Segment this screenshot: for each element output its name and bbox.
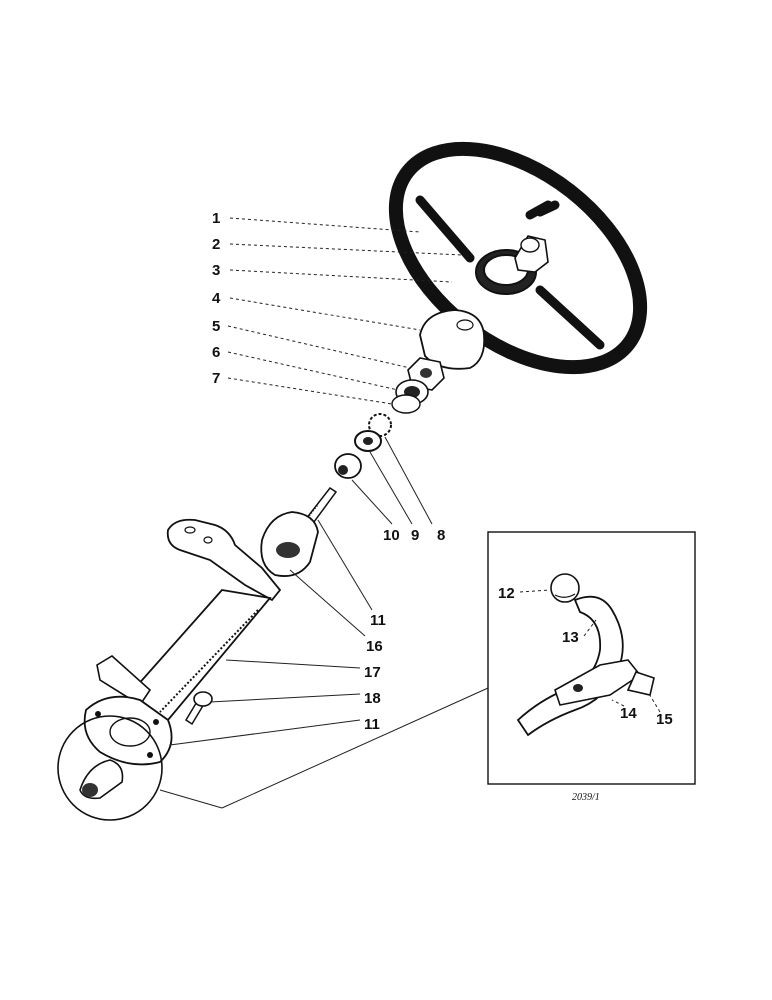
label-1: 1	[212, 210, 220, 227]
label-3: 3	[212, 262, 220, 279]
label-8: 8	[437, 527, 445, 544]
part-9-washer	[354, 430, 382, 452]
label-13: 13	[562, 629, 579, 646]
label-18: 18	[364, 690, 381, 707]
label-14: 14	[620, 705, 637, 722]
label-17: 17	[364, 664, 381, 681]
label-4: 4	[212, 290, 221, 307]
label-9: 9	[411, 527, 419, 544]
label-12: 12	[498, 585, 515, 602]
part-7-bush	[391, 394, 421, 414]
label-16: 16	[366, 638, 383, 655]
part-10-bush	[334, 453, 362, 479]
part-number-labels: 1 2 3 4 5 6 7 8 9 10 11 16 17 18 11 12 1…	[212, 210, 673, 803]
inset-detail	[487, 531, 696, 785]
steering-column	[57, 486, 338, 821]
label-7: 7	[212, 370, 220, 387]
label-11-lower: 11	[364, 716, 380, 733]
leader-lines	[159, 217, 661, 809]
label-15: 15	[656, 711, 673, 728]
label-11-upper: 11	[370, 612, 386, 629]
label-2: 2	[212, 236, 220, 253]
part-18-bolt	[184, 691, 213, 726]
label-6: 6	[212, 344, 220, 361]
label-5: 5	[212, 318, 220, 335]
part-4-cover	[419, 309, 486, 370]
steering-wheel	[388, 141, 648, 375]
drawing-reference: 2039/1	[572, 792, 600, 803]
label-10: 10	[383, 527, 400, 544]
